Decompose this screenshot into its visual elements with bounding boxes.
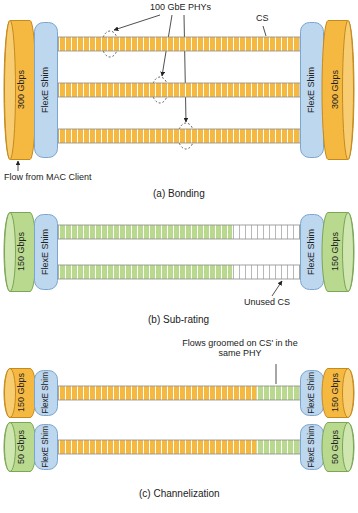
annotation-label: CS xyxy=(256,13,269,23)
rate-label: 50 Gbps xyxy=(17,430,26,464)
phy-bar xyxy=(58,83,300,97)
leader-arrow xyxy=(114,15,160,30)
flexe-shim: FlexE Shim xyxy=(300,370,324,416)
shim-label: FlexE Shim xyxy=(308,372,317,414)
annotation-label: 100 GbE PHYs xyxy=(150,2,211,12)
shim-label: FlexE Shim xyxy=(307,229,316,275)
flexe-shim: FlexE Shim xyxy=(34,424,58,470)
phy-bar xyxy=(58,225,300,239)
rate-label: 300 Gbps xyxy=(331,70,340,109)
rate-label: 150 Gbps xyxy=(17,232,26,271)
client-flow: 150 Gbps xyxy=(4,368,36,418)
client-flow: 150 Gbps xyxy=(4,212,36,292)
phy-bar xyxy=(58,265,300,279)
flexe-shim: FlexE Shim xyxy=(300,424,324,470)
rate-label: 150 Gbps xyxy=(17,373,26,412)
rate-label: 50 Gbps xyxy=(331,430,340,464)
leader-line xyxy=(276,364,277,384)
shim-label: FlexE Shim xyxy=(42,426,51,468)
panel-caption: (a) Bonding xyxy=(153,188,205,200)
flexe-shim: FlexE Shim xyxy=(300,22,324,158)
shim-label: FlexE Shim xyxy=(307,67,316,113)
panel-caption: (c) Channelization xyxy=(139,488,220,500)
flexe-shim: FlexE Shim xyxy=(34,370,58,416)
leader-arrow xyxy=(18,161,19,171)
shim-label: FlexE Shim xyxy=(41,229,50,275)
rate-label: 150 Gbps xyxy=(331,232,340,271)
shim-label: FlexE Shim xyxy=(41,67,50,113)
phy-bar xyxy=(58,129,300,143)
client-flow: 150 Gbps xyxy=(322,368,354,418)
client-flow: 50 Gbps xyxy=(322,422,354,472)
panel-caption: (b) Sub-rating xyxy=(148,314,209,326)
leader-line xyxy=(263,26,266,36)
phy-bar xyxy=(58,37,300,51)
phy-bar xyxy=(58,440,300,454)
client-flow: 150 Gbps xyxy=(322,212,354,292)
annotation-label: Flow from MAC Client xyxy=(4,172,92,182)
flexe-shim: FlexE Shim xyxy=(34,214,58,290)
shim-label: FlexE Shim xyxy=(308,426,317,468)
annotation-label: Unused CS xyxy=(244,297,290,307)
client-flow: 50 Gbps xyxy=(4,422,36,472)
client-flow: 300 Gbps xyxy=(4,20,36,160)
leader-arrow xyxy=(272,281,282,296)
phy-bar xyxy=(58,386,300,400)
flexe-shim: FlexE Shim xyxy=(300,214,324,290)
leader-arrow xyxy=(184,15,186,122)
shim-label: FlexE Shim xyxy=(42,372,51,414)
flexe-shim: FlexE Shim xyxy=(34,22,58,158)
client-flow: 300 Gbps xyxy=(322,20,354,160)
rate-label: 300 Gbps xyxy=(17,70,26,109)
annotation-label: Flows groomed on CS' in the same PHY xyxy=(180,338,300,359)
rate-label: 150 Gbps xyxy=(331,373,340,412)
